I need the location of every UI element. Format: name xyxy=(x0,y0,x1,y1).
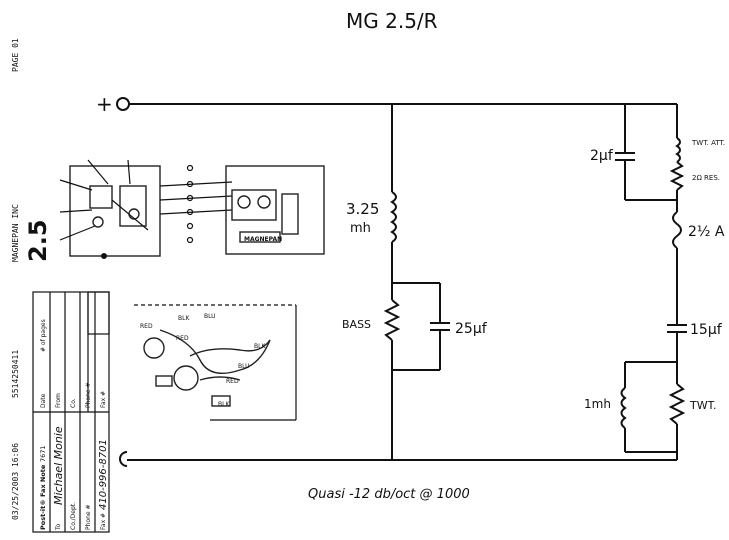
wire-label-red-1: RED xyxy=(140,323,153,330)
positive-terminal xyxy=(116,97,130,111)
bass-resistor-label: BASS xyxy=(342,318,371,331)
fax-note-co-label: Co. xyxy=(70,398,77,408)
wire-label-blk-2: BLK xyxy=(254,343,266,350)
fax-note-to-value: Michael Monie xyxy=(52,426,65,505)
fax-note-fax-value: 410-996-8701 xyxy=(98,439,109,510)
panel-sketch-right: MAGNEPAN xyxy=(225,165,325,255)
fax-header: PAGE 01 MAGNEPAN INC 2.5 5514250411 03/2… xyxy=(11,38,52,520)
connector-dots xyxy=(159,164,233,244)
fax-note-fax-label-right: Fax # xyxy=(100,391,107,408)
fax-note-codept-label: Co./Dept. xyxy=(70,502,77,530)
fax-note-phone-label-right: Phone # xyxy=(85,382,92,408)
fax-note-brand: Post-it® Fax Note xyxy=(39,464,47,530)
bass-inductor-value: 3.25 xyxy=(346,200,379,218)
two-ohm-resistor-label: 2Ω RES. xyxy=(692,174,720,182)
wiring-sketch: RED BLK BLU RED BLK BLU RED BLK xyxy=(134,304,297,421)
panel-logo: MAGNEPAN xyxy=(244,236,282,243)
fax-phone: 5514250411 xyxy=(11,350,20,398)
fax-note: Post-it® Fax Note 7671 Date # of pages T… xyxy=(32,291,110,533)
fax-page-number: PAGE 01 xyxy=(11,38,20,72)
fax-note-from-label: From xyxy=(55,393,62,408)
fax-note-date-label: Date xyxy=(40,393,47,408)
wire-label-blu-1: BLU xyxy=(204,313,216,320)
positive-terminal-label: + xyxy=(96,92,113,116)
fax-datetime: 03/25/2003 16:06 xyxy=(11,443,20,520)
bass-capacitor-label: 25µf xyxy=(455,321,488,337)
tweeter-resistor xyxy=(668,383,686,425)
diagram-title: MG 2.5/R xyxy=(346,9,438,33)
fax-note-fax-label: Fax # xyxy=(100,513,107,530)
wire-label-red-3: RED xyxy=(226,378,239,385)
crossover-note: Quasi -12 db/oct @ 1000 xyxy=(308,487,470,502)
fax-company: MAGNEPAN INC xyxy=(11,204,20,262)
wire-label-blu-2: BLU xyxy=(238,363,250,370)
wire-label-red-2: RED xyxy=(176,335,189,342)
fax-model-mark: 2.5 xyxy=(24,219,52,262)
fuse xyxy=(672,211,682,249)
negative-terminal xyxy=(119,451,128,467)
tweeter-inductor xyxy=(620,387,627,429)
bass-inductor-unit: mh xyxy=(350,221,371,236)
fuse-label: 2½ A xyxy=(688,224,725,240)
panel-sketch-left xyxy=(59,159,161,259)
bass-inductor xyxy=(390,191,397,243)
two-ohm-resistor xyxy=(669,161,685,191)
tweeter-label: TWT. xyxy=(689,399,717,412)
top-capacitor-label: 2µf xyxy=(590,148,614,164)
fax-note-phone-label: Phone # xyxy=(85,504,92,530)
wire-label-blk-1: BLK xyxy=(178,315,190,322)
circuit-wiring: + xyxy=(96,92,687,467)
fax-note-to-label: To xyxy=(55,523,62,531)
tweeter-inductor-label: 1mh xyxy=(584,397,611,411)
wire-label-blk-3: BLK xyxy=(218,401,230,408)
tweeter-capacitor-label: 15µf xyxy=(690,322,723,338)
fax-note-code: 7671 xyxy=(39,445,47,462)
tweeter-attenuator xyxy=(675,137,681,163)
bass-resistor xyxy=(383,299,401,341)
fax-note-pages-label: # of pages xyxy=(40,319,47,352)
tweeter-attenuator-label: TWT. ATT. xyxy=(691,139,725,147)
